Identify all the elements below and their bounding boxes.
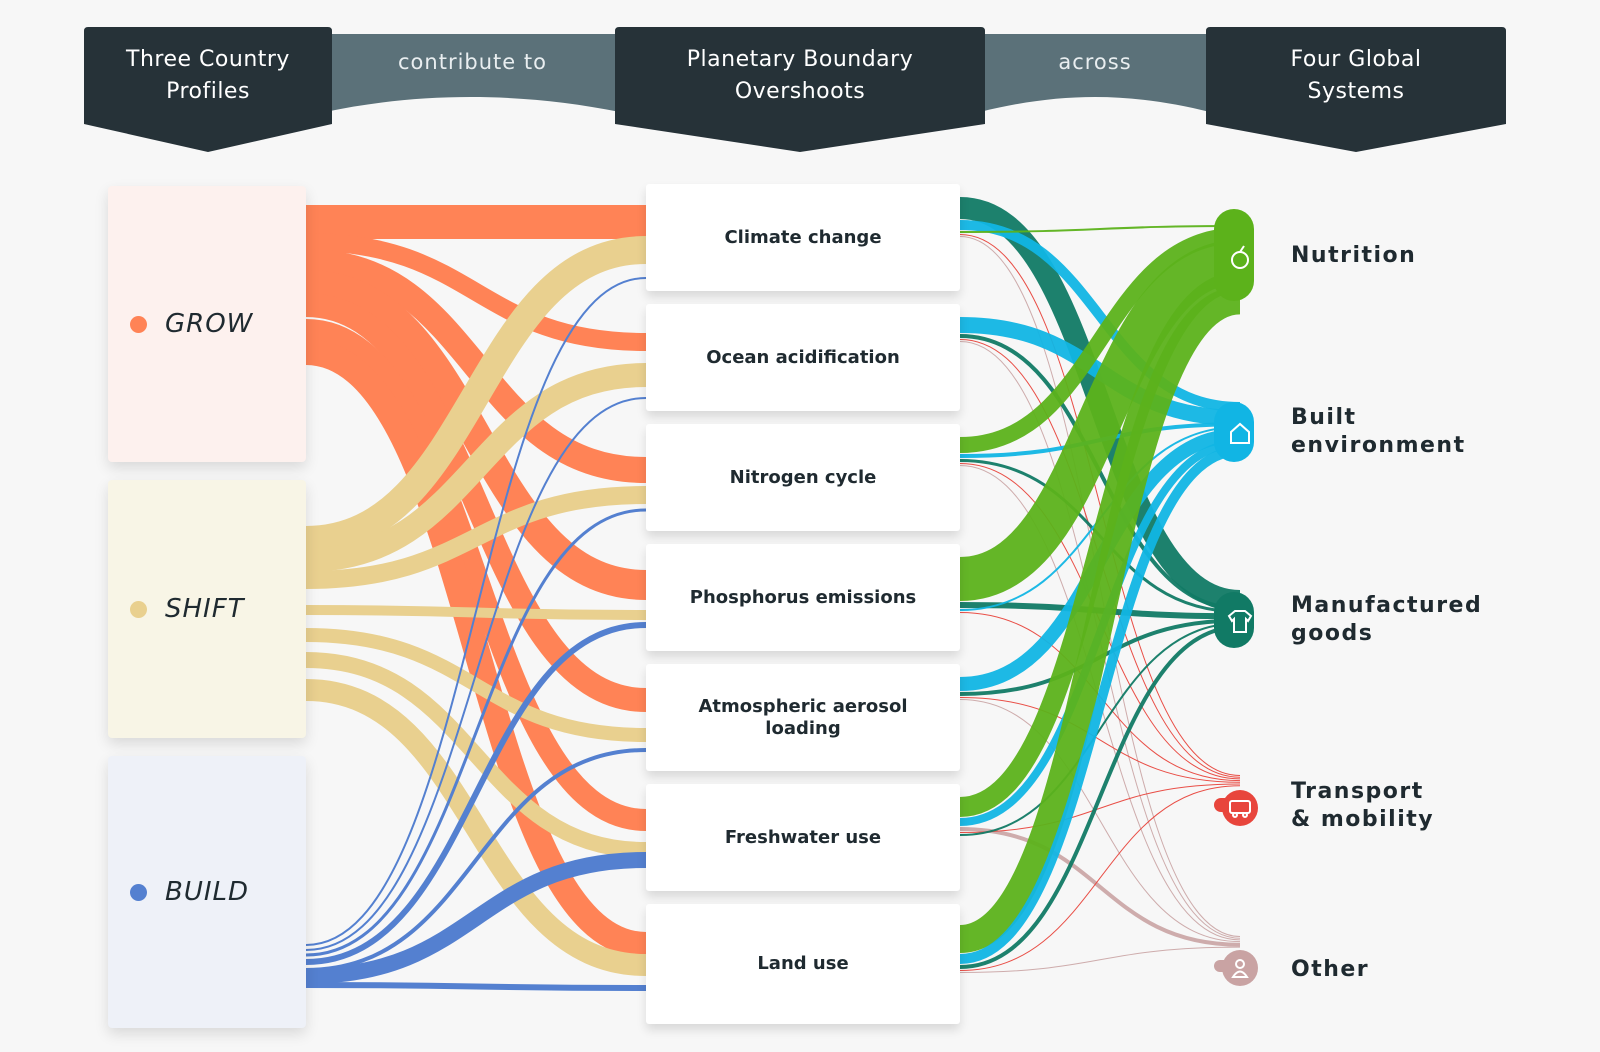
flow-nutrition-2 [959,227,1241,453]
flow-nutrition-0 [959,225,1241,233]
profile-grow: GROW [108,186,306,462]
flow-grow-1 [305,233,647,351]
header-connector-2 [980,34,1210,112]
boundary-climate-change: Climate change [646,184,960,291]
header-global-systems: Four Global Systems [1290,47,1422,104]
flow-transport-4 [959,697,1241,783]
profile-shift: SHIFT [108,480,306,738]
system-nutrition-label: Nutrition [1291,243,1417,268]
tshirt-icon [1227,610,1253,633]
flow-build-1 [305,397,647,951]
flow-grow-6 [304,339,648,958]
flow-transport-0 [959,234,1241,776]
flow-build-6 [305,982,647,991]
flow-manufactured-6 [959,624,1241,969]
grow-dot-icon [130,315,147,333]
person-icon [1231,959,1249,978]
flow-transport-5 [959,783,1241,833]
boundary-freshwater-use: Freshwater use [646,784,960,891]
flow-build-5 [305,852,647,984]
system-bar-built [1214,402,1254,462]
boundary-phosphorus-emissions: Phosphorus emissions [646,544,960,651]
flow-other-6 [959,946,1241,973]
flow-shift-6 [305,679,647,976]
flow-shift-4 [305,628,647,742]
header-contribute-to: contribute to [398,50,547,74]
boundary-ocean-acidification: Ocean acidification [646,304,960,411]
house-icon [1230,422,1250,444]
system-other-label: Other [1291,957,1370,982]
truck-icon [1229,800,1251,818]
flow-build-4 [305,748,647,972]
flow-transport-6 [959,785,1241,971]
truck-icon-bg [1222,790,1258,826]
profile-grow-label: GROW [165,309,254,339]
flow-nutrition-6 [958,286,1242,953]
flow-grow-5 [305,319,647,831]
flow-shift-5 [305,652,647,858]
flow-build-2 [305,508,647,957]
flow-built-6 [959,445,1241,964]
header-banner-profiles [84,27,332,152]
boundary-aerosol-loading: Atmospheric aerosol loading [646,664,960,771]
profile-build-label: BUILD [165,877,250,907]
boundary-nitrogen-cycle: Nitrogen cycle [646,424,960,531]
flow-built-0 [959,220,1241,412]
flow-shift-0 [305,236,647,554]
header-across: across [1058,50,1132,74]
header-connector-1 [325,34,620,112]
flow-grow-3 [305,270,647,600]
build-dot-icon [130,883,147,901]
header-banner-boundaries [615,27,985,152]
shift-dot-icon [130,600,147,618]
header-country-profiles: Three Country Profiles [126,47,290,104]
header-planetary-boundaries: Planetary Boundary Overshoots [686,47,914,104]
apple-icon [1231,245,1249,269]
header-banner-systems [1206,27,1506,152]
flow-build-3 [305,622,647,965]
system-manufactured-goods-label: Manufactured goods [1291,593,1483,646]
system-transport-mobility-label: Transport & mobility [1291,779,1435,832]
flow-other-5 [959,827,1241,947]
flow-manufactured-5 [959,622,1241,836]
flow-shift-2 [305,486,647,589]
boundary-land-use: Land use [646,904,960,1024]
flow-nutrition-5 [959,271,1241,817]
flow-grow-4 [305,293,647,712]
flow-grow-2 [305,249,647,483]
flow-other-4 [959,699,1241,943]
flow-nutrition-3 [958,239,1242,601]
flow-build-0 [305,277,647,946]
profile-shift-label: SHIFT [165,594,245,624]
system-built-environment-label: Built environment [1291,405,1466,458]
profile-build: BUILD [108,756,306,1028]
flow-shift-1 [305,363,647,572]
